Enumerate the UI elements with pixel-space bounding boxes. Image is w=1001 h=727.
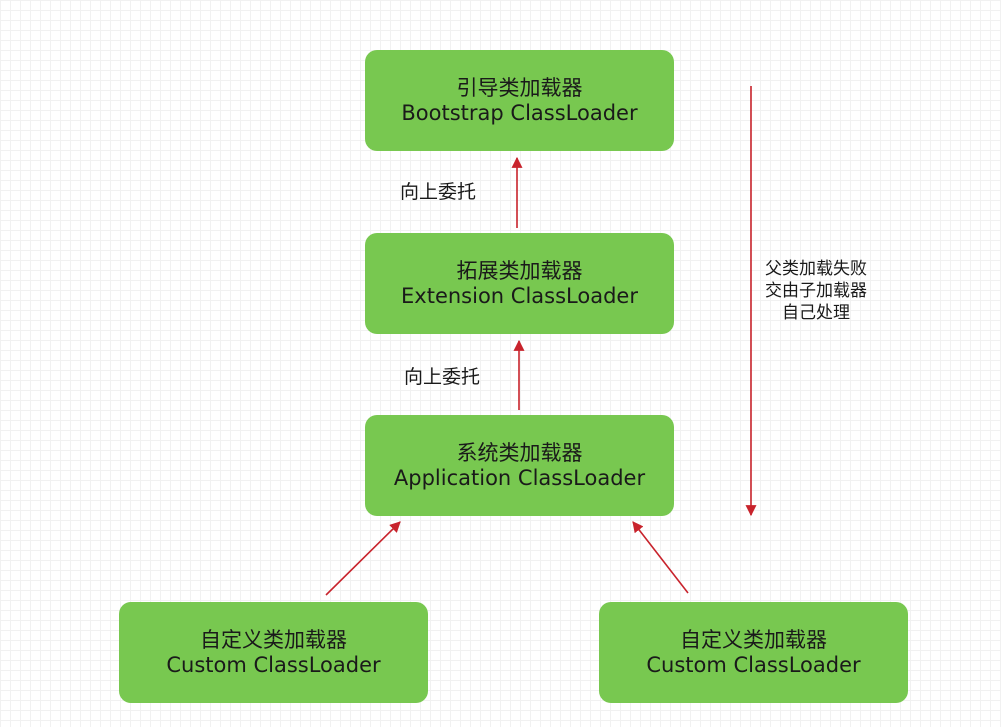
- delegate-up-label-lower: 向上委托: [404, 366, 481, 388]
- application-classloader-node: 系统类加载器 Application ClassLoader: [365, 415, 674, 516]
- bootstrap-cn-label: 引导类加载器: [456, 75, 583, 100]
- bootstrap-en-label: Bootstrap ClassLoader: [401, 100, 638, 125]
- custom-classloader-left-node: 自定义类加载器 Custom ClassLoader: [119, 602, 428, 703]
- extension-en-label: Extension ClassLoader: [401, 283, 638, 308]
- delegate-up-label-upper: 向上委托: [400, 181, 477, 203]
- parent-fail-note-line2: 交由子加载器: [765, 281, 867, 301]
- application-cn-label: 系统类加载器: [456, 440, 583, 465]
- parent-fail-note-line1: 父类加载失败: [765, 259, 867, 279]
- custom-right-en-label: Custom ClassLoader: [646, 652, 861, 677]
- custom-left-en-label: Custom ClassLoader: [166, 652, 381, 677]
- extension-classloader-node: 拓展类加载器 Extension ClassLoader: [365, 233, 674, 334]
- parent-fail-note-line3: 自己处理: [782, 303, 850, 323]
- custom-right-cn-label: 自定义类加载器: [680, 627, 827, 652]
- bootstrap-classloader-node: 引导类加载器 Bootstrap ClassLoader: [365, 50, 674, 151]
- parent-fail-note: 父类加载失败 交由子加载器 自己处理: [756, 258, 876, 324]
- extension-cn-label: 拓展类加载器: [456, 258, 583, 283]
- custom-left-cn-label: 自定义类加载器: [200, 627, 347, 652]
- arrow-custom-right-to-application: [632, 521, 689, 594]
- arrow-custom-left-to-application: [325, 521, 401, 596]
- custom-classloader-right-node: 自定义类加载器 Custom ClassLoader: [599, 602, 908, 703]
- application-en-label: Application ClassLoader: [393, 465, 646, 490]
